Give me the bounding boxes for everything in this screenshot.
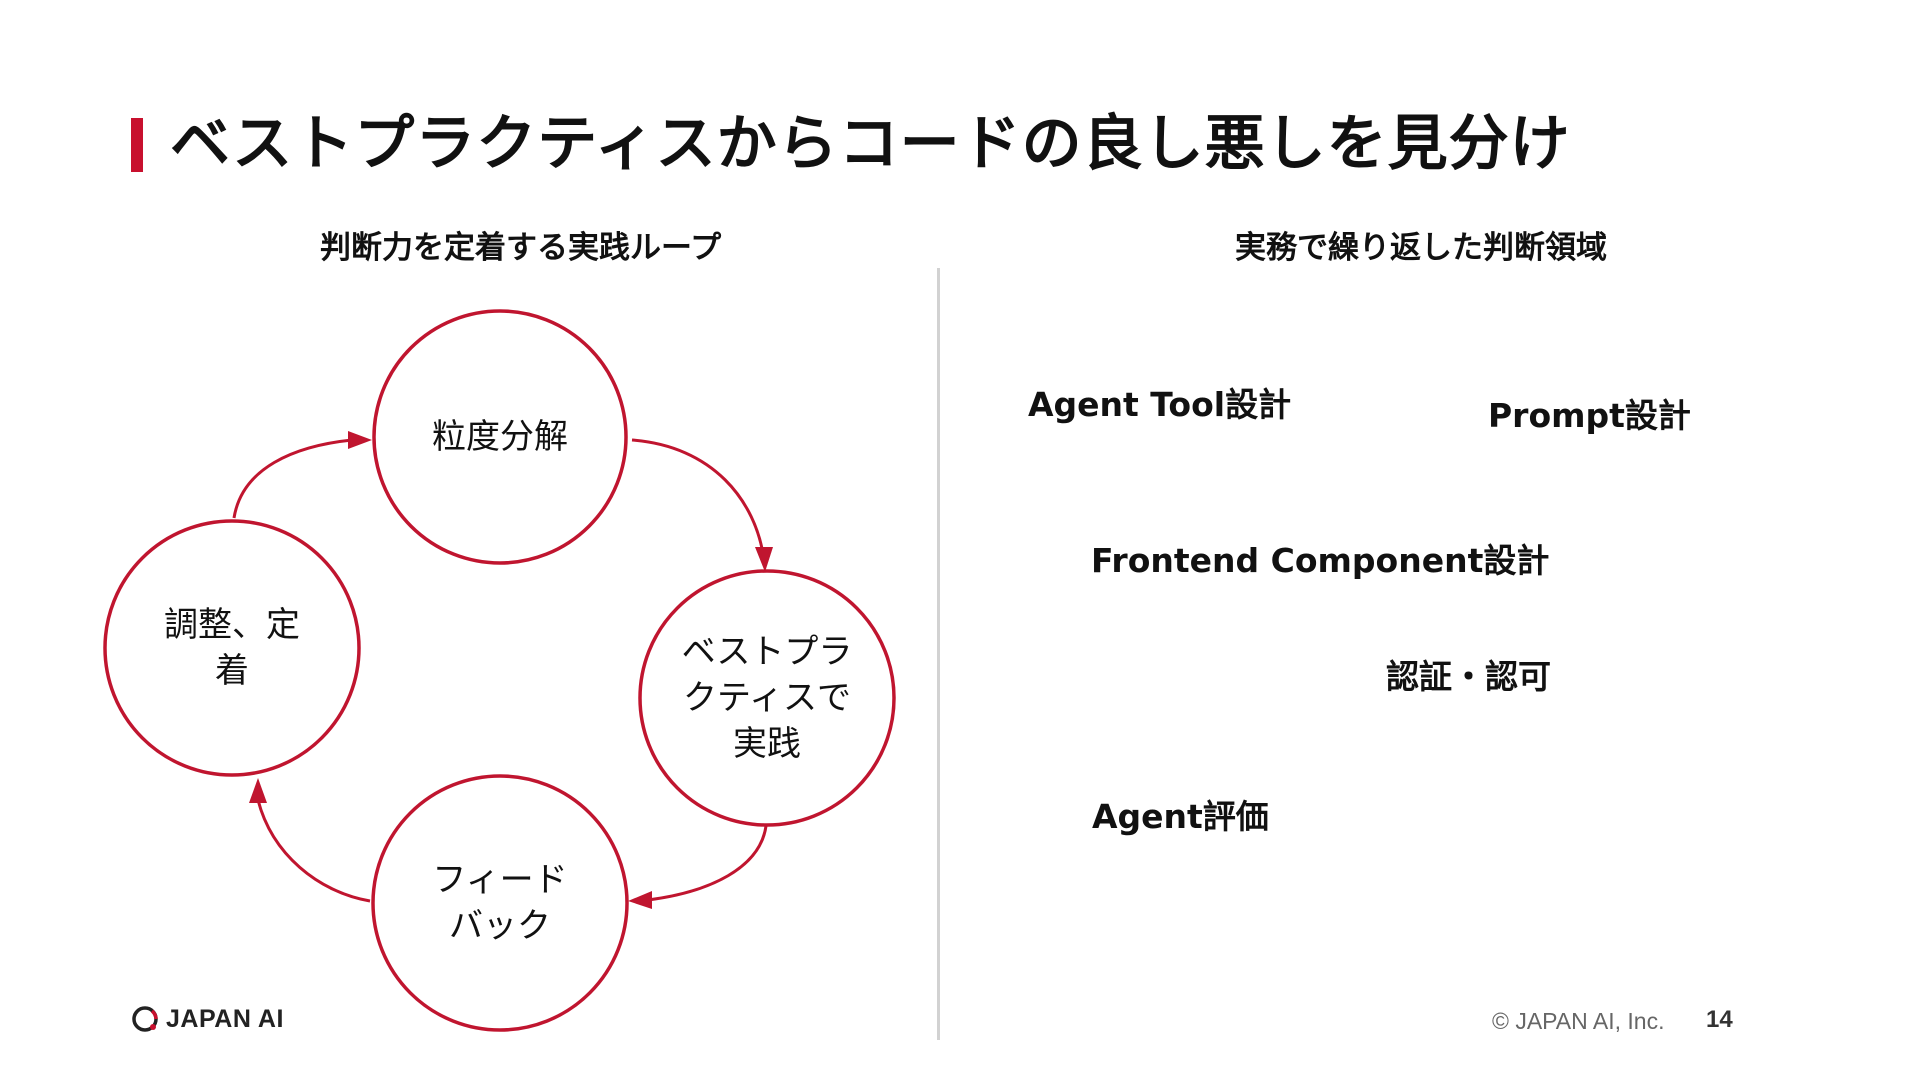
- arrow-head-adjust-to-decompose: [348, 431, 372, 449]
- node-circle-feedback: [371, 774, 629, 1032]
- node-circle-decompose: [372, 309, 628, 565]
- footer-copyright: © JAPAN AI, Inc.: [1492, 1008, 1665, 1034]
- domain-item-frontend-component: Frontend Component設計: [1091, 541, 1550, 580]
- domain-item-agent-tool: Agent Tool設計: [1028, 385, 1292, 424]
- footer-logo: JAPAN AI: [130, 1004, 284, 1034]
- arrow-feedback-to-adjust: [256, 799, 371, 903]
- node-label-adjust: 調整、定 着: [164, 605, 300, 691]
- title-accent-bar: [131, 118, 143, 172]
- page-number: 14: [1706, 1006, 1733, 1033]
- domain-item-agent-evaluation: Agent評価: [1092, 797, 1269, 836]
- arrow-head-feedback-to-adjust: [249, 778, 267, 803]
- arrow-adjust-to-decompose: [232, 438, 353, 519]
- column-divider: [937, 268, 940, 1040]
- node-label-decompose: 粒度分解: [432, 417, 568, 457]
- node-circle-practice: [638, 569, 896, 827]
- practice-loop-diagram: [103, 309, 896, 1032]
- arrow-head-decompose-to-practice: [755, 547, 773, 572]
- node-circle-adjust: [103, 519, 361, 777]
- japan-ai-ring-icon: [132, 1006, 158, 1032]
- node-label-feedback: フィード バック: [432, 860, 568, 946]
- footer-logo-text: JAPAN AI: [166, 1004, 284, 1033]
- arrow-head-practice-to-feedback: [628, 891, 652, 909]
- arrow-decompose-to-practice: [631, 438, 766, 561]
- loop-section-heading: 判断力を定着する実践ループ: [320, 230, 722, 266]
- domain-item-prompt: Prompt設計: [1488, 396, 1691, 435]
- domain-item-auth: 認証・認可: [1386, 657, 1551, 696]
- domains-section-heading: 実務で繰り返した判断領域: [1235, 230, 1607, 266]
- slide-title: ベストプラクティスからコードの良し悪しを見分け: [170, 109, 1571, 179]
- node-label-practice: ベストプラ クティスで 実践: [681, 632, 853, 764]
- arrow-practice-to-feedback: [647, 825, 768, 902]
